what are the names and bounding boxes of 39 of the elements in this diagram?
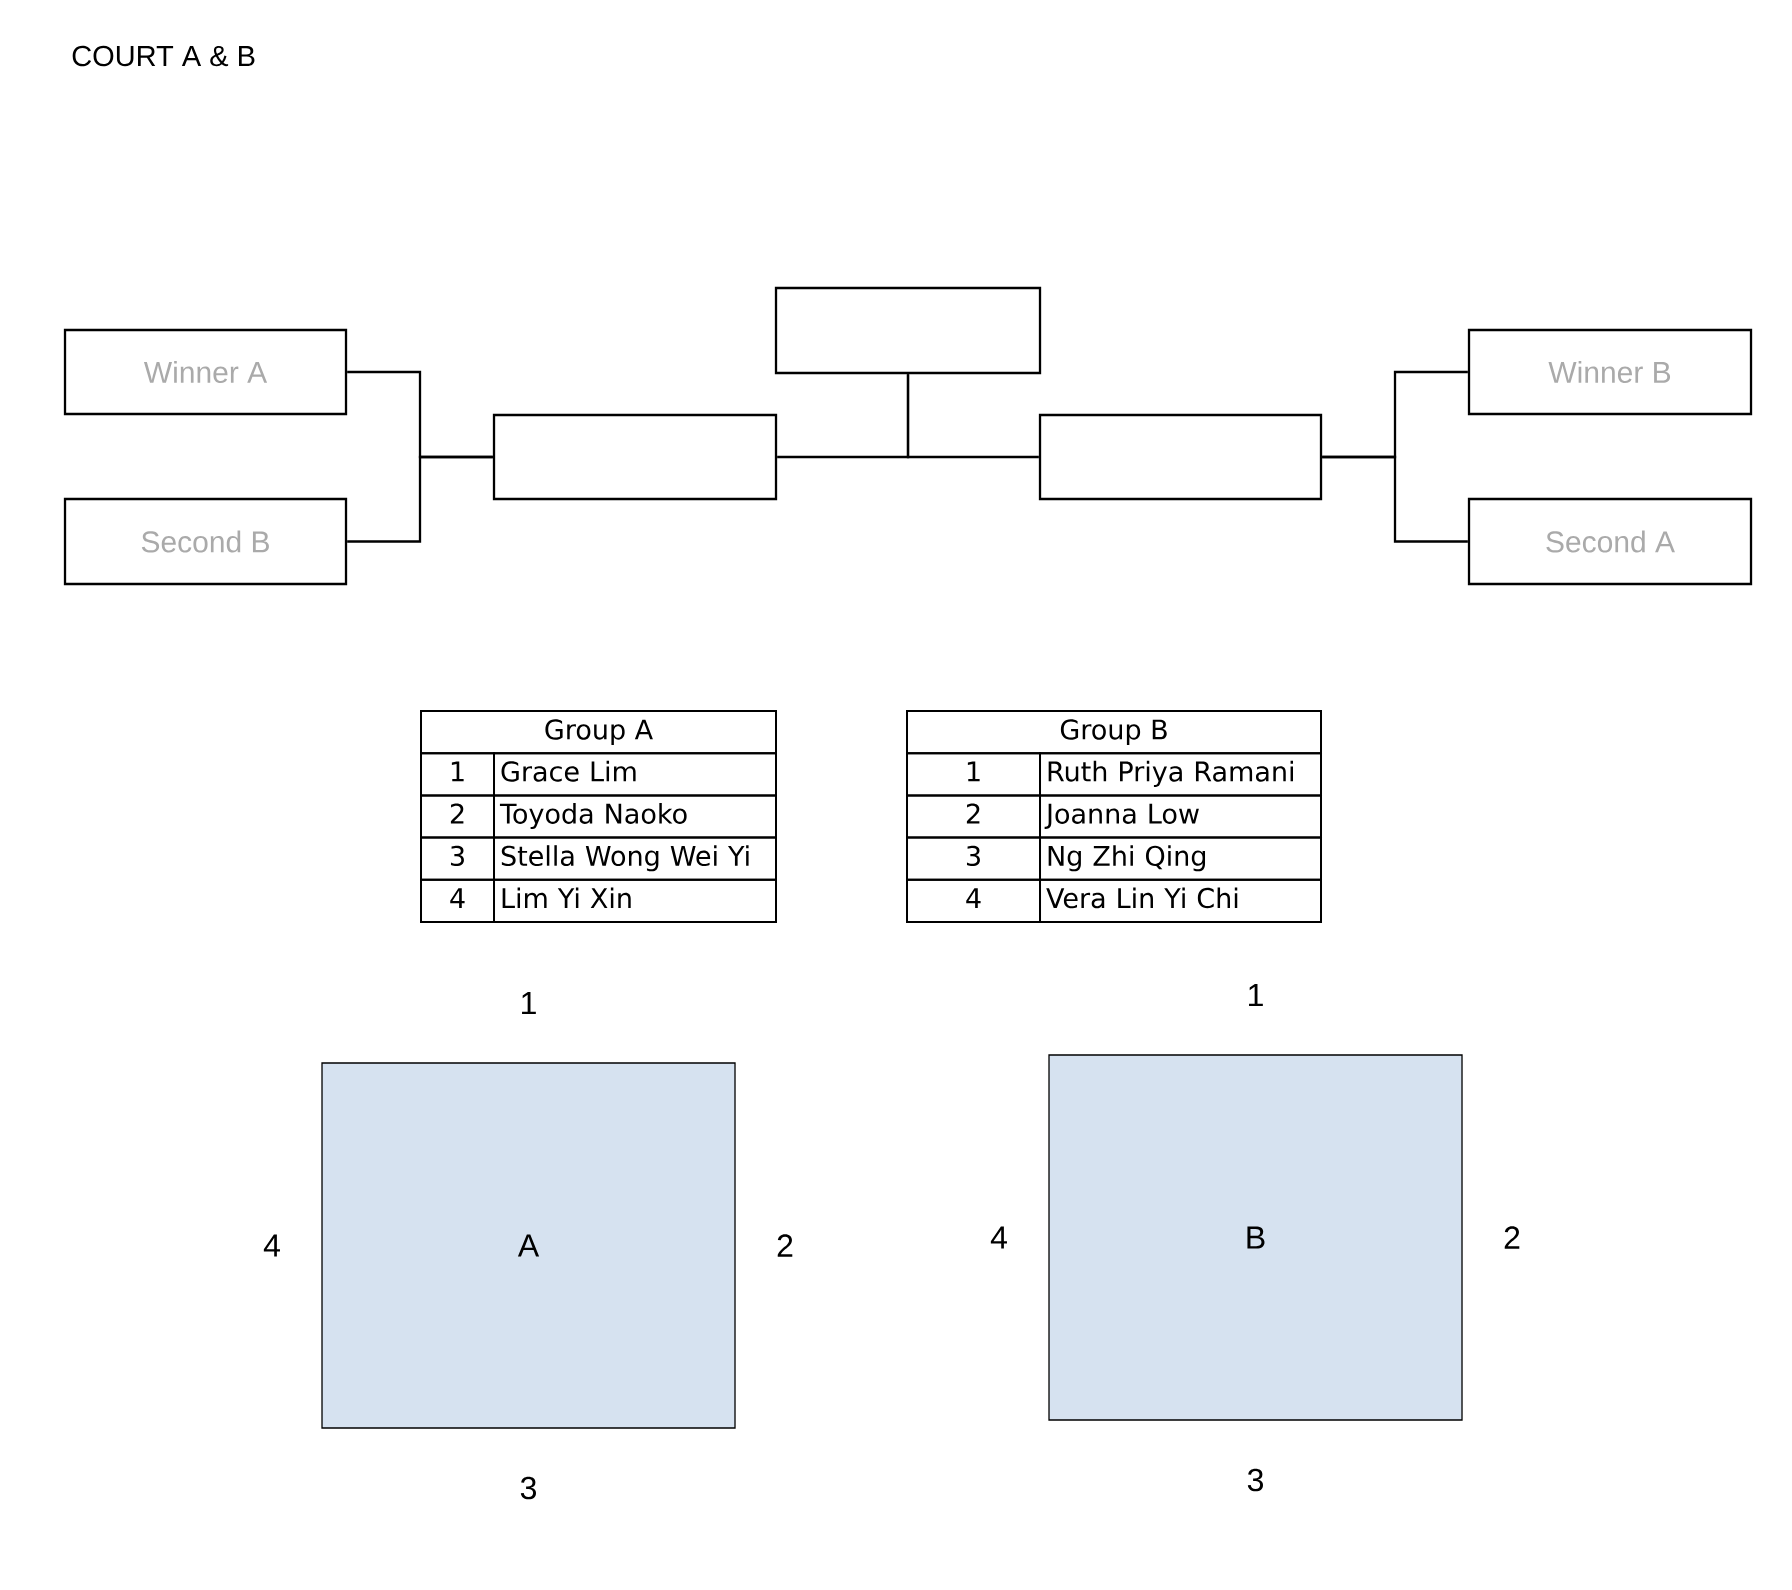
side-number: 1 [1249,984,1263,1006]
table-cell: 3 [906,836,1041,881]
bracket-line [906,374,1039,459]
table-cell: 2 [906,794,1041,839]
court-rectangle: A [321,1062,736,1429]
side-number: 1 [522,992,536,1014]
bracket-box: Second B [63,497,348,586]
bracket-box [1038,413,1323,501]
bracket-line [1322,455,1468,543]
table-cell: 4 [420,878,495,923]
table-header: Group A [420,710,777,755]
side-number: 4 [990,1226,1007,1249]
side-number: 3 [520,1476,536,1500]
title: COURT A & B [72,45,255,67]
table-header: Group B [906,710,1322,755]
table-cell: Ng Zhi Qing [1039,836,1322,881]
bracket-box: Winner B [1467,328,1753,416]
side-number: 2 [777,1234,793,1257]
table-cell: Lim Yi Xin [493,878,777,923]
table-cell: Stella Wong Wei Yi [493,836,777,881]
table-cell: 1 [906,752,1041,797]
table-cell: 3 [420,836,495,881]
table-cell: Ruth Priya Ramani [1039,752,1322,797]
table-cell: Vera Lin Yi Chi [1039,878,1322,923]
table-cell: Joanna Low [1039,794,1322,839]
table-cell: 4 [906,878,1041,923]
bracket-box: Winner A [63,328,348,416]
table-cell: Grace Lim [493,752,777,797]
bracket-box [492,413,778,501]
bracket-box: Second A [1467,497,1753,586]
table-cell: Toyoda Naoko [493,794,777,839]
table-cell: 1 [420,752,495,797]
table-cell: 2 [420,794,495,839]
side-number: 2 [1504,1226,1520,1249]
bracket-box [774,286,1042,375]
side-number: 3 [1247,1468,1263,1492]
court-rectangle: B [1048,1054,1463,1421]
bracket-line [347,455,493,543]
side-number: 4 [263,1234,280,1257]
